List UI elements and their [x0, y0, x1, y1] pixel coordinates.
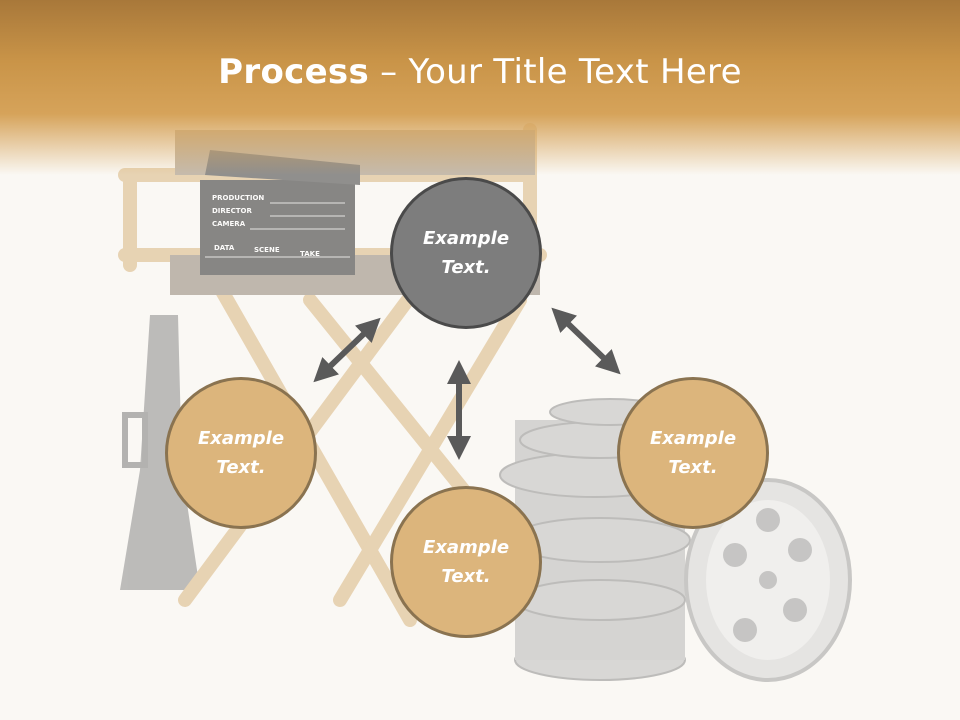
process-node-left[interactable]: Example Text. — [165, 377, 317, 529]
film-reel-stack — [499, 398, 691, 681]
film-reel-icon — [684, 478, 852, 682]
process-node-top[interactable]: Example Text. — [390, 177, 542, 329]
clapper-data: DATA — [214, 244, 235, 252]
title-rest: – Your Title Text Here — [369, 52, 742, 92]
node-label: Example Text. — [422, 228, 510, 278]
node-label: Example Text. — [649, 428, 737, 478]
clapper-take: TAKE — [300, 250, 320, 258]
clapper-production: PRODUCTION — [212, 194, 264, 202]
clapperboard-icon: PRODUCTION DIRECTOR CAMERA DATA SCENE TA… — [200, 150, 360, 275]
process-node-right[interactable]: Example Text. — [617, 377, 769, 529]
slide-title: Process – Your Title Text Here — [0, 52, 960, 92]
clapper-scene: SCENE — [254, 246, 280, 254]
title-bold: Process — [218, 52, 370, 92]
node-label: Example Text. — [422, 537, 510, 587]
clapper-director: DIRECTOR — [212, 207, 252, 215]
title-banner — [0, 0, 960, 175]
clapper-camera: CAMERA — [212, 220, 246, 228]
node-label: Example Text. — [197, 428, 285, 478]
process-node-bottom[interactable]: Example Text. — [390, 486, 542, 638]
megaphone-icon — [120, 315, 200, 590]
